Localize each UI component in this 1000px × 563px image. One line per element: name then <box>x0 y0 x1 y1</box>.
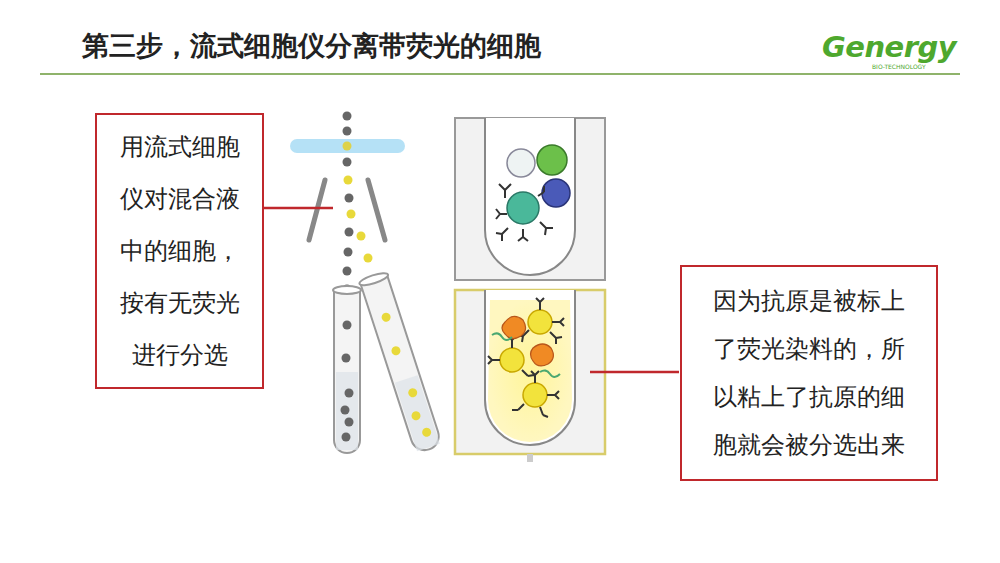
callout-box: 因为抗原是被标上了荧光染料的，所以粘上了抗原的细胞就会被分选出来 <box>680 265 938 481</box>
mixed-cells-panel <box>455 118 605 280</box>
callout-text: 用流式细胞仪对混合液中的细胞，按有无荧光进行分选 <box>119 121 241 381</box>
title-rule <box>40 73 960 75</box>
callout-box: 用流式细胞仪对混合液中的细胞，按有无荧光进行分选 <box>95 113 264 389</box>
leader-line <box>590 371 679 374</box>
leader-line <box>264 207 333 210</box>
collection-tube <box>333 286 361 453</box>
slide-title: 第三步，流式细胞仪分离带荧光的细胞 <box>82 28 541 64</box>
sorted-cells-panel <box>455 290 605 462</box>
logo-text: Genergy <box>822 30 956 64</box>
logo-subtext: BIO-TECHNOLOGY <box>872 63 926 70</box>
deflection-plate <box>368 180 385 240</box>
deflection-plate <box>309 180 325 240</box>
laser-beam <box>290 139 405 153</box>
callout-text: 因为抗原是被标上了荧光染料的，所以粘上了抗原的细胞就会被分选出来 <box>709 277 909 469</box>
collection-tube <box>358 271 443 454</box>
